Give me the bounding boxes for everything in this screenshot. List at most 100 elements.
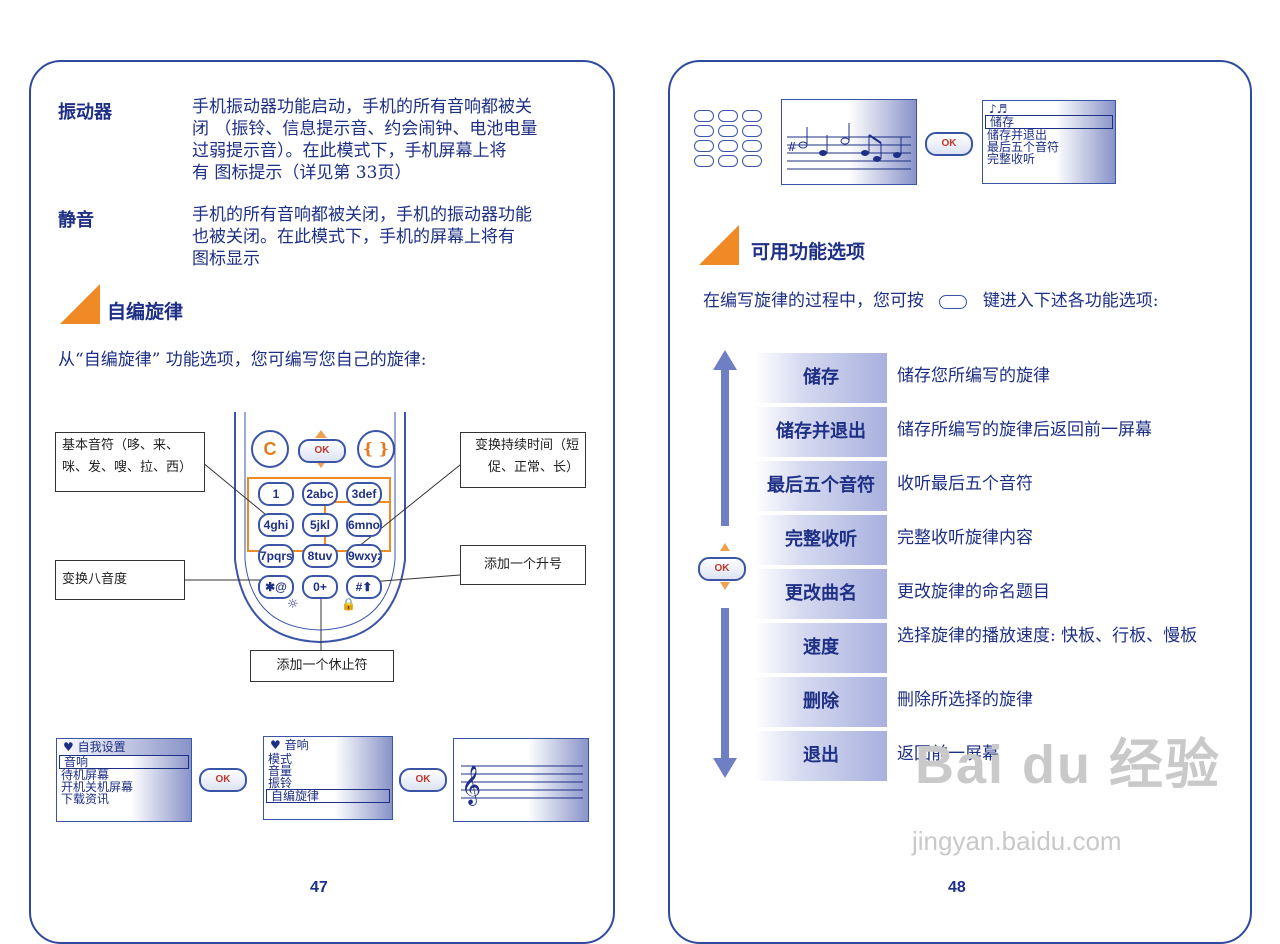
page-number: 48 xyxy=(948,879,966,896)
keypad-key[interactable]: ✱@ xyxy=(258,575,294,599)
callout-line: 基本音符（哆、来、 xyxy=(62,438,180,453)
screen-item: 完整收听 xyxy=(987,152,1036,166)
option-desc: 储存您所编写的旋律 xyxy=(897,366,1050,386)
desc-line: 手机的所有音响都被关闭，手机的振动器功能 xyxy=(192,205,532,225)
option-label: 完整收听 xyxy=(755,515,887,565)
screen-item: 模式 xyxy=(268,752,293,766)
screen-item: 待机屏幕 xyxy=(61,768,110,782)
keypad-key[interactable]: 6mno xyxy=(346,513,382,537)
screen-item: 下载资讯 xyxy=(61,792,110,806)
desc-line: 有 图标提示（详见第 33页） xyxy=(192,163,412,183)
sun-icon: ☼ xyxy=(287,597,299,612)
watermark-logo: Bai du 经验 xyxy=(915,735,1222,795)
keypad-key[interactable]: 9wxyz xyxy=(346,544,382,568)
section-triangle-icon xyxy=(60,284,100,324)
screen-item: 最后五个音符 xyxy=(987,140,1060,154)
ok-button[interactable]: OK xyxy=(925,132,973,156)
keypad-key[interactable]: 0+ xyxy=(302,575,338,599)
option-desc: 收听最后五个音符 xyxy=(897,474,1033,494)
options-intro: 在编写旋律的过程中，您可按 键进入下述各功能选项: xyxy=(703,286,1159,311)
notes-icon: ♪♬ xyxy=(989,102,1008,116)
mini-key xyxy=(742,140,762,152)
callout-line: 促、正常、长） xyxy=(487,460,579,475)
screen-item: 振铃 xyxy=(268,776,293,790)
mini-key xyxy=(718,155,738,167)
section-title-options: 可用功能选项 xyxy=(751,241,866,263)
desc-line: 也被关闭。在此模式下，手机的屏幕上将有 xyxy=(192,227,515,247)
desc-line: 过弱提示音）。在此模式下，手机屏幕上将 xyxy=(192,141,507,161)
mini-key xyxy=(718,125,738,137)
screen-item-selected: 储存 xyxy=(985,115,1113,129)
mini-key xyxy=(694,125,714,137)
keypad-key[interactable]: 8tuv xyxy=(302,544,338,568)
keypad-key[interactable]: 3def xyxy=(346,482,382,506)
intro-part: 键进入下述各功能选项: xyxy=(982,291,1159,311)
section-title-compose: 自编旋律 xyxy=(107,301,184,323)
keypad-key[interactable]: 4ghi xyxy=(258,513,294,537)
options-screen: ♪♬ 储存 储存并退出 最后五个音符 完整收听 xyxy=(982,100,1116,184)
watermark-url: jingyan.baidu.com xyxy=(912,826,1122,856)
option-row: 删除刪除所选择的旋律 xyxy=(755,677,1265,727)
screen-item: 储存并退出 xyxy=(987,128,1048,142)
screen-item: 音量 xyxy=(268,764,293,778)
ok-key-icon xyxy=(939,294,968,309)
option-row: 储存储存您所编写的旋律 xyxy=(755,353,1265,403)
screen-title: ♥ 音响 xyxy=(270,738,309,752)
keypad-ok-key[interactable]: OK xyxy=(298,439,346,463)
option-desc: 刪除所选择的旋律 xyxy=(897,690,1033,710)
option-label: 最后五个音符 xyxy=(755,461,887,511)
screen-item: 开机关机屏幕 xyxy=(61,780,134,794)
page-number: 47 xyxy=(310,879,328,896)
option-desc: 储存所编写的旋律后返回前一屏幕 xyxy=(897,420,1152,440)
keypad-key[interactable]: 7pqrs xyxy=(258,544,294,568)
mini-key xyxy=(742,110,762,122)
option-row: 更改曲名更改旋律的命名题目 xyxy=(755,569,1265,619)
screen-item-selected: 自编旋律 xyxy=(266,789,390,803)
screen-settings: ♥ 自我设置 音响 待机屏幕 开机关机屏幕 下载资讯 xyxy=(56,738,192,822)
keypad-key[interactable]: 5jkl xyxy=(302,513,338,537)
callout-basic-notes: 基本音符（哆、来、 咪、发、嗖、拉、西） xyxy=(55,432,205,492)
option-row: 储存并退出储存所编写的旋律后返回前一屏幕 xyxy=(755,407,1265,457)
mini-key xyxy=(694,110,714,122)
screen-item-selected: 音响 xyxy=(59,755,189,769)
melody-screen: # xyxy=(781,99,917,185)
option-label: 删除 xyxy=(755,677,887,727)
keypad-key[interactable]: 1 xyxy=(258,482,294,506)
desc-line: 手机振动器功能启动，手机的所有音响都被关 xyxy=(192,97,532,117)
desc-silent: 手机的所有音响都被关闭，手机的振动器功能 也被关闭。在此模式下，手机的屏幕上将有… xyxy=(192,204,532,270)
mini-key xyxy=(718,110,738,122)
lock-icon: 🔒 xyxy=(341,597,356,611)
section-triangle-icon xyxy=(699,225,739,265)
intro-part: 在编写旋律的过程中，您可按 xyxy=(703,291,924,311)
mini-key xyxy=(742,125,762,137)
option-row: 速度选择旋律的播放速度: 快板、行板、慢板 xyxy=(755,623,1265,673)
heart-icon: ♥ xyxy=(270,738,285,752)
keypad-key[interactable]: 2abc xyxy=(302,482,338,506)
callout-octave: 变换八音度 xyxy=(55,560,185,600)
mini-key xyxy=(742,155,762,167)
option-desc: 更改旋律的命名题目 xyxy=(897,582,1050,602)
mini-key xyxy=(694,155,714,167)
svg-text:#: # xyxy=(787,140,797,154)
menu-key[interactable]: { } xyxy=(357,430,395,468)
option-label: 储存 xyxy=(755,353,887,403)
desc-line: 闭 （振铃、信息提示音、约会闹钟、电池电量 xyxy=(192,119,538,139)
option-desc: 返回前一屏幕 xyxy=(897,744,999,764)
clear-key[interactable]: C xyxy=(251,430,289,468)
screen-title: ♥ 自我设置 xyxy=(57,739,191,755)
keypad-key[interactable]: #⬆ xyxy=(346,575,382,599)
staff-screen: 𝄞 xyxy=(453,738,589,822)
ok-button[interactable]: OK xyxy=(399,768,447,792)
callout-duration: 变换持续时间（短 促、正常、长） xyxy=(460,432,586,488)
treble-clef-icon: 𝄞 xyxy=(461,765,481,806)
callout-line: 咪、发、嗖、拉、西） xyxy=(62,460,193,475)
option-row: 退出返回前一屏幕 xyxy=(755,731,1265,781)
callout-sharp: 添加一个升号 xyxy=(460,545,586,585)
desc-vibrator: 手机振动器功能启动，手机的所有音响都被关 闭 （振铃、信息提示音、约会闹钟、电池… xyxy=(192,96,537,184)
heart-icon: ♥ xyxy=(63,740,78,754)
ok-button[interactable]: OK xyxy=(199,768,247,792)
option-label: 更改曲名 xyxy=(755,569,887,619)
ok-button[interactable]: OK xyxy=(698,557,746,581)
option-row: 完整收听完整收听旋律内容 xyxy=(755,515,1265,565)
option-desc: 选择旋律的播放速度: 快板、行板、慢板 xyxy=(897,626,1198,646)
